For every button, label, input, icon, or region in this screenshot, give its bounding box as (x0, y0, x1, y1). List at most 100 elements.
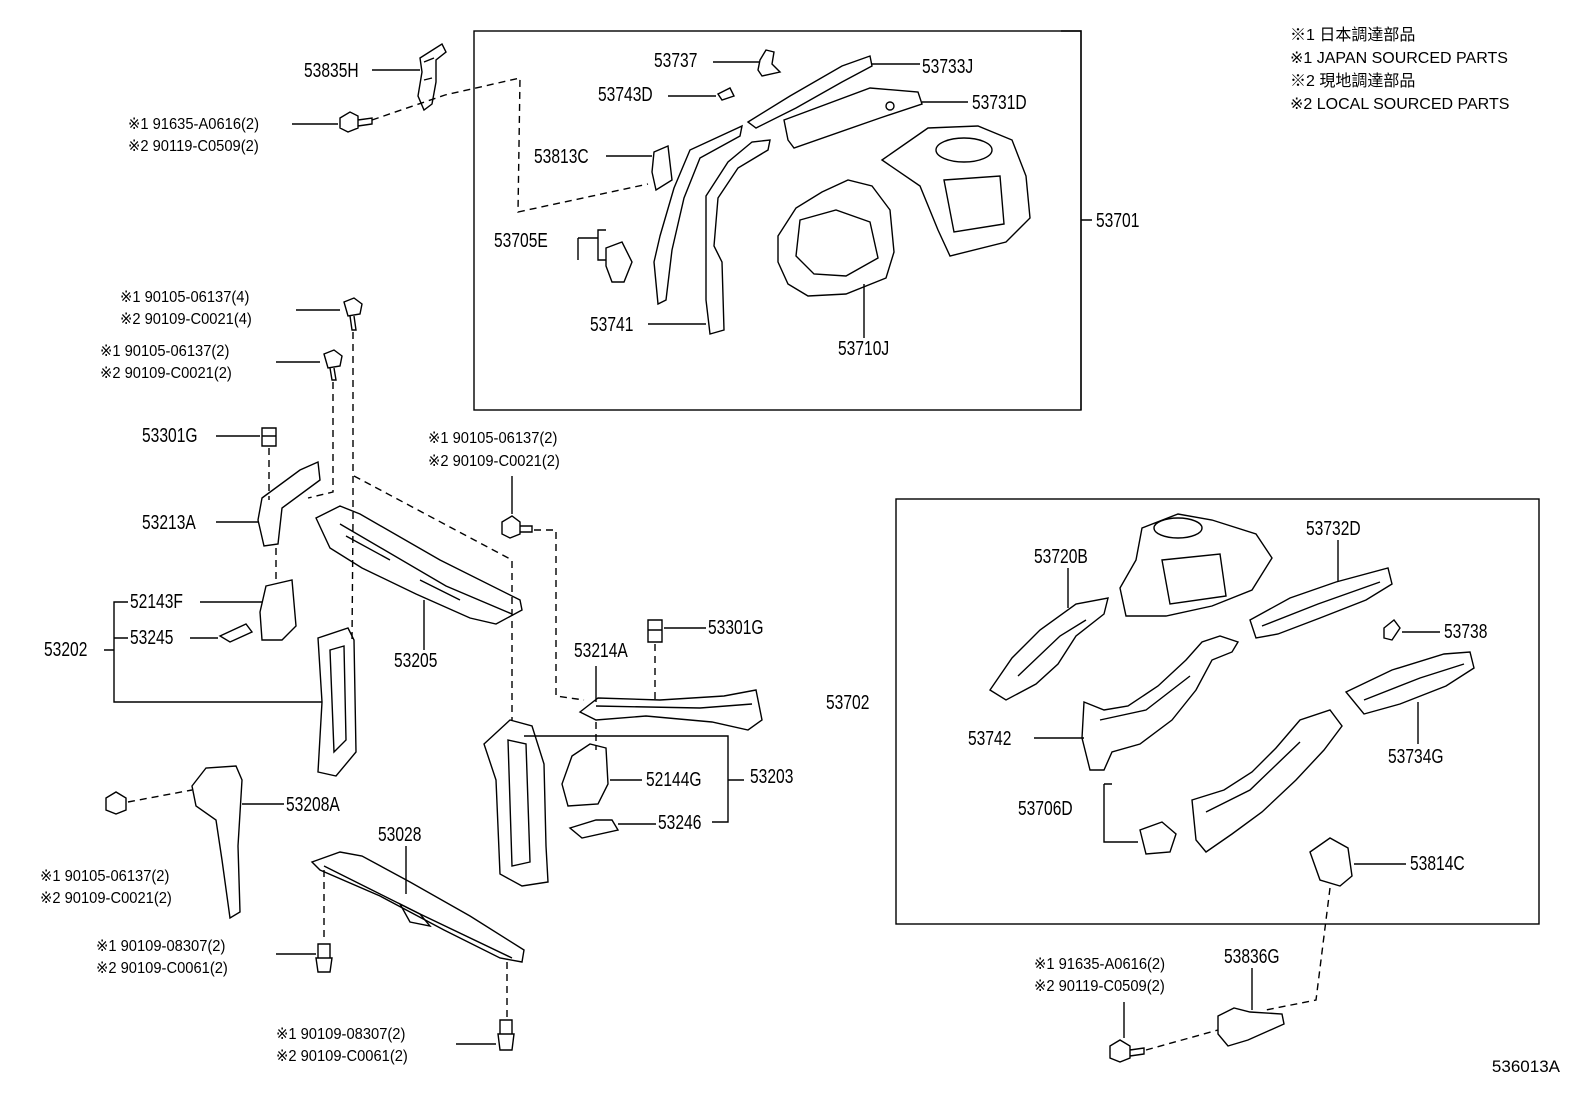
part-53245 (218, 623, 254, 643)
label-fastener-b-1: ※1 90105-06137(2) (100, 343, 230, 360)
legend-line-4: ※2 LOCAL SOURCED PARTS (1290, 96, 1510, 113)
label-53203: 53203 (750, 766, 794, 788)
part-53214A (578, 689, 763, 731)
label-53731D: 53731D (972, 92, 1027, 114)
label-fastener-f-2: ※2 90109-C0061(2) (276, 1048, 408, 1065)
label-53208A: 53208A (286, 794, 340, 816)
legend-line-1: ※1 日本調達部品 (1290, 27, 1416, 44)
bolt-tl (339, 111, 373, 133)
bolt-a (343, 297, 363, 331)
label-53710J: 53710J (838, 338, 890, 360)
part-53028 (310, 851, 525, 963)
label-fastener-a-2: ※2 90109-C0021(4) (120, 311, 252, 328)
part-52143F (259, 579, 297, 641)
label-53743D: 53743D (598, 84, 653, 106)
label-53213A: 53213A (142, 512, 196, 534)
label-53835H: 53835H (304, 60, 359, 82)
bolt-g (1109, 1039, 1145, 1063)
part-53702-tower (1119, 513, 1273, 617)
label-53028: 53028 (378, 824, 422, 846)
bracket-53705E (578, 229, 606, 261)
label-53701: 53701 (1096, 210, 1140, 232)
label-53706D: 53706D (1018, 798, 1073, 820)
bolt-d (105, 791, 127, 815)
part-53208A-upper (317, 627, 357, 777)
label-53741: 53741 (590, 314, 634, 336)
label-53733J: 53733J (922, 56, 974, 78)
label-53301G-right: 53301G (708, 617, 764, 639)
label-fastener-c-1: ※1 90105-06137(2) (428, 430, 558, 447)
part-53737 (757, 49, 782, 77)
bolt-c (501, 515, 533, 539)
part-53732D (1249, 567, 1393, 639)
group-box-53702 (895, 498, 1540, 925)
part-53720B (989, 597, 1109, 701)
bolt-e (315, 943, 333, 973)
label-53738: 53738 (1444, 621, 1488, 643)
label-fastener-tl-1: ※1 91635-A0616(2) (128, 116, 259, 133)
label-53836G: 53836G (1224, 946, 1280, 968)
label-52144G: 52144G (646, 769, 702, 791)
part-53742 (1081, 635, 1240, 771)
label-53702: 53702 (826, 692, 870, 714)
label-52143F: 52143F (130, 591, 183, 613)
part-53710J (777, 179, 895, 297)
bracket-53203 (524, 735, 744, 823)
label-53214A: 53214A (574, 640, 628, 662)
label-53737: 53737 (654, 50, 698, 72)
label-53742: 53742 (968, 728, 1012, 750)
part-53205 (315, 505, 523, 625)
label-fastener-f-1: ※1 90109-08307(2) (276, 1026, 406, 1043)
label-fastener-b-2: ※2 90109-C0021(2) (100, 365, 232, 382)
label-53814C: 53814C (1410, 853, 1465, 875)
part-53301G-left (261, 427, 277, 447)
group-box-53701 (473, 30, 1082, 411)
part-53246 (568, 819, 620, 839)
part-53741 (705, 139, 771, 335)
part-53743D (716, 87, 735, 101)
label-fastener-d-1: ※1 90105-06137(2) (40, 868, 170, 885)
label-fastener-d-2: ※2 90109-C0021(2) (40, 890, 172, 907)
label-fastener-e-2: ※2 90109-C0061(2) (96, 960, 228, 977)
bracket-53202 (104, 601, 322, 703)
legend-line-3: ※2 現地調達部品 (1290, 73, 1416, 90)
label-53205: 53205 (394, 650, 438, 672)
part-53203-pillar (483, 719, 549, 887)
part-53738 (1383, 619, 1401, 641)
label-fastener-g-1: ※1 91635-A0616(2) (1034, 956, 1165, 973)
part-53706D (1191, 709, 1343, 853)
label-fastener-a-1: ※1 90105-06137(4) (120, 289, 250, 306)
label-53202: 53202 (44, 639, 88, 661)
part-53705E (653, 124, 743, 306)
part-53813C (651, 144, 673, 192)
legend: ※1 日本調達部品 ※1 JAPAN SOURCED PARTS ※2 現地調達… (1290, 24, 1509, 116)
part-53731D (783, 87, 923, 149)
part-53213A (257, 460, 321, 547)
label-53734G: 53734G (1388, 746, 1444, 768)
part-53701-tower (880, 125, 1031, 257)
label-53732D: 53732D (1306, 518, 1361, 540)
label-fastener-c-2: ※2 90109-C0021(2) (428, 453, 560, 470)
catalog-number: 536013A (1491, 1057, 1560, 1076)
part-52144G (561, 743, 609, 807)
label-53720B: 53720B (1034, 546, 1088, 568)
part-53836G (1217, 1007, 1285, 1047)
part-53835H (417, 42, 447, 112)
label-53301G-left: 53301G (142, 425, 198, 447)
label-fastener-g-2: ※2 90119-C0509(2) (1034, 978, 1165, 995)
bracket-53701 (1061, 30, 1092, 410)
part-53734G (1344, 651, 1475, 715)
part-53208A-lower (191, 765, 243, 920)
legend-line-2: ※1 JAPAN SOURCED PARTS (1290, 50, 1508, 67)
bracket-53706D (1103, 783, 1138, 843)
label-53813C: 53813C (534, 146, 589, 168)
part-53733J (746, 55, 873, 129)
label-fastener-tl-2: ※2 90119-C0509(2) (128, 138, 259, 155)
label-53705E: 53705E (494, 230, 548, 252)
bolt-b (323, 349, 343, 381)
part-53301G-right (647, 619, 663, 643)
label-53245: 53245 (130, 627, 174, 649)
label-fastener-e-1: ※1 90109-08307(2) (96, 938, 226, 955)
bolt-f (497, 1019, 515, 1051)
